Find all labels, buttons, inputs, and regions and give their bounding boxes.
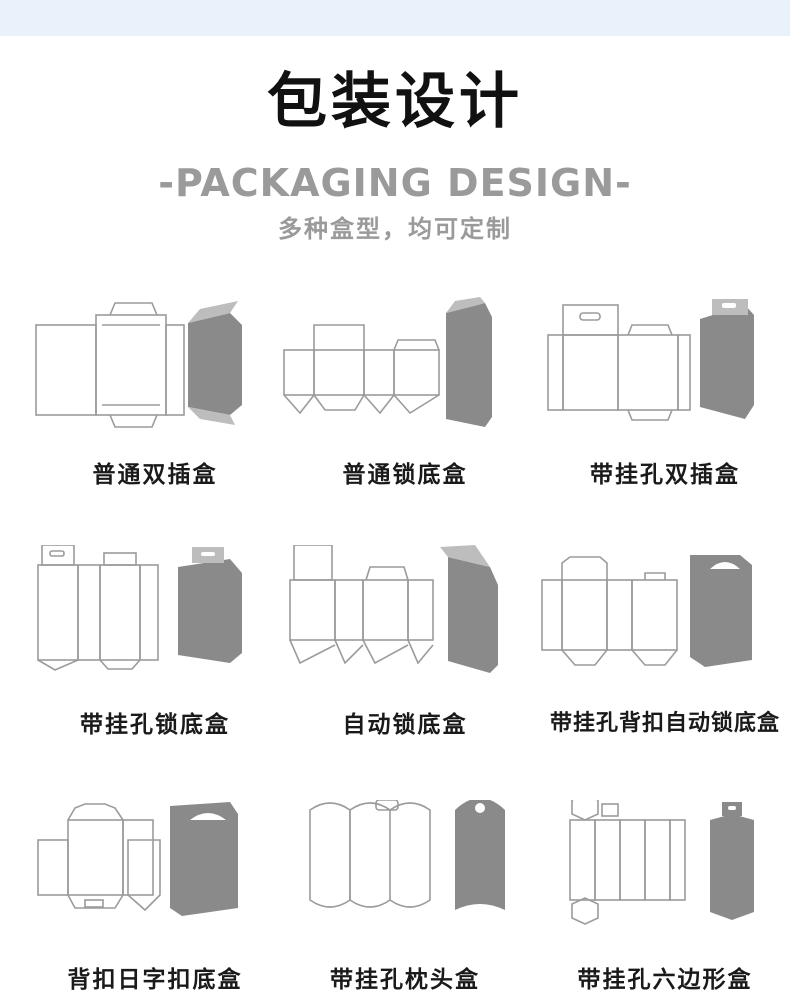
box-type-card-7: 背扣日字扣底盒 (30, 800, 280, 1000)
box-type-label: 普通锁底盒 (342, 462, 468, 488)
box-type-card-4: 带挂孔锁底盒 (30, 545, 280, 745)
box-type-label: 带挂孔六边形盒 (577, 967, 753, 993)
hang-hole-lock-bottom-dieline-icon (37, 545, 242, 671)
hang-hole-pillow-box-dieline-icon (309, 800, 505, 910)
box-type-label: 普通双插盒 (92, 462, 218, 488)
box-type-label: 带挂孔枕头盒 (330, 967, 480, 993)
box-type-card-9: 带挂孔六边形盒 (540, 800, 790, 1000)
back-buckle-day-lock-bottom-dieline-icon (37, 802, 238, 916)
box-type-card-3: 带挂孔双插盒 (540, 295, 790, 495)
page-subtitle: -PACKAGING DESIGN- (158, 161, 632, 205)
box-type-label: 自动锁底盒 (342, 712, 468, 738)
box-type-label: 带挂孔锁底盒 (80, 712, 230, 738)
box-type-card-6: 带挂孔背扣自动锁底盒 (540, 545, 790, 745)
page-tagline: 多种盒型，均可定制 (278, 215, 512, 243)
box-type-card-2: 普通锁底盒 (280, 295, 530, 495)
box-type-label: 背扣日字扣底盒 (67, 967, 243, 993)
hang-hole-back-buckle-auto-lock-dieline-icon (541, 555, 752, 667)
box-type-label: 带挂孔背扣自动锁底盒 (549, 711, 780, 736)
auto-lock-bottom-dieline-icon (289, 545, 498, 673)
lock-bottom-box-dieline-icon (283, 297, 492, 427)
box-type-label: 带挂孔双插盒 (590, 462, 740, 488)
box-type-card-5: 自动锁底盒 (280, 545, 530, 745)
hang-hole-hexagon-box-dieline-icon (569, 800, 754, 925)
box-type-card-1: 普通双插盒 (30, 295, 280, 495)
hang-hole-double-tuck-dieline-icon (547, 299, 754, 421)
page-title: 包装设计 (267, 67, 523, 137)
box-type-card-8: 带挂孔枕头盒 (280, 800, 530, 1000)
top-banner-band (0, 0, 790, 36)
double-tuck-box-dieline-icon (35, 301, 242, 428)
